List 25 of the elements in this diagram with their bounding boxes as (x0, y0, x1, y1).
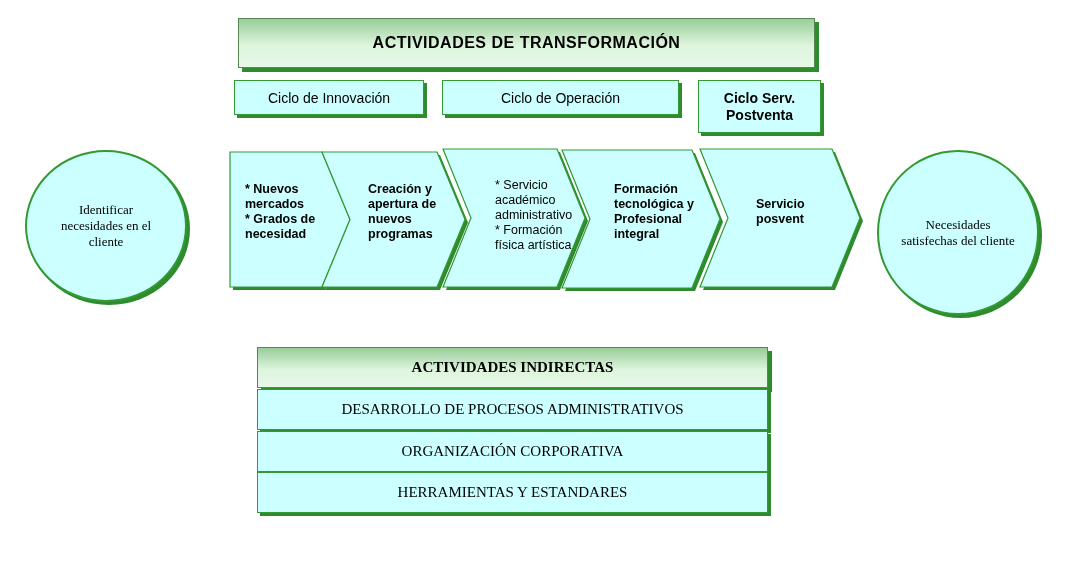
step-label: Creación y apertura de nuevos programas (368, 182, 438, 242)
step-label: * Servicio académico administrativo (495, 178, 574, 223)
label-box (698, 80, 821, 133)
step-label: Formación tecnológica y Profesional integral (614, 182, 694, 242)
label-box (257, 472, 768, 513)
step-label: Servicio posvent (756, 197, 806, 227)
box-label: Ciclo Serv. Postventa (722, 89, 797, 124)
heading: ACTIVIDADES INDIRECTAS (411, 359, 614, 376)
box-label: ORGANIZACIÓN CORPORATIVA (401, 443, 624, 460)
label-box (257, 389, 768, 430)
chevron-shape (700, 149, 860, 287)
heading: ACTIVIDADES DE TRANSFORMACIÓN (372, 34, 681, 52)
box-label: Ciclo de Operación (500, 89, 621, 106)
label-box (257, 431, 768, 472)
circle-label: Identificar necesidades en el cliente (59, 202, 153, 250)
label-box (234, 80, 424, 115)
box-label: HERRAMIENTAS Y ESTANDARES (397, 484, 628, 501)
circle-label: Necesidades satisfechas del cliente (901, 216, 1015, 249)
chevron-shape (322, 152, 465, 287)
step-label: * Formación física artística (495, 223, 573, 253)
box-label: DESARROLLO DE PROCESOS ADMINISTRATIVOS (341, 401, 684, 418)
step-label: * Grados de necesidad (245, 212, 317, 242)
box-label: Ciclo de Innovación (267, 89, 391, 106)
step-label: * Nuevos mercados (245, 182, 306, 212)
label-box (442, 80, 679, 115)
